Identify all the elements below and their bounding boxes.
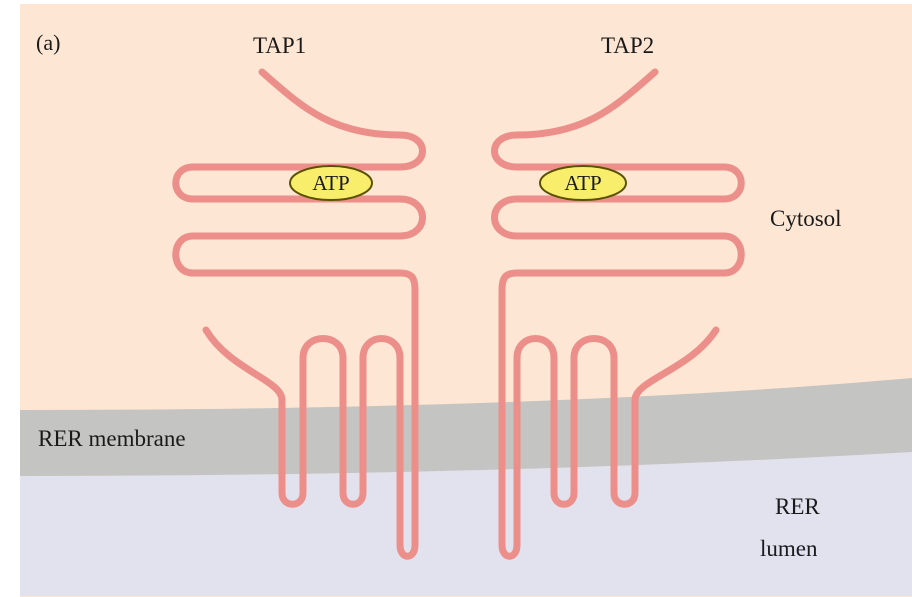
membrane-label: RER membrane <box>38 426 186 451</box>
tap2-atp-icon: ATP <box>540 166 626 200</box>
panel-label: (a) <box>36 30 60 55</box>
lumen-label-line1: RER <box>775 494 820 519</box>
tap2-atp-label: ATP <box>564 171 601 195</box>
cytosol-label: Cytosol <box>770 206 842 231</box>
tap1-label: TAP1 <box>253 33 306 58</box>
tap2-label: TAP2 <box>601 33 654 58</box>
tap1-atp-label: ATP <box>312 171 349 195</box>
lumen-label-line2: lumen <box>760 536 818 561</box>
tap1-atp-icon: ATP <box>290 166 372 200</box>
